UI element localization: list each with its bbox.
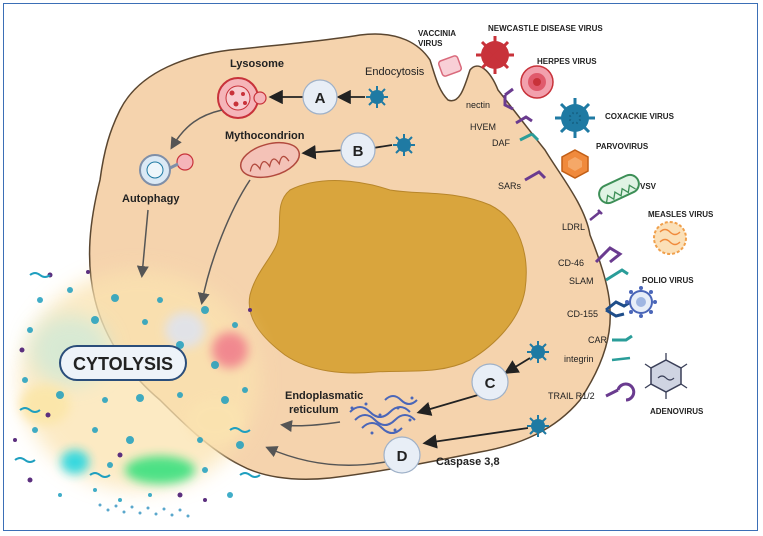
measles-virus-icon [653, 221, 687, 255]
cytolysis-box [59, 345, 187, 381]
parvovirus-icon [561, 149, 589, 179]
step-d-label: D [397, 448, 408, 465]
receptor-nectin: nectin [466, 100, 490, 110]
endocytosis-label: Endocytosis [365, 66, 425, 78]
receptor-ldrl: LDRL [562, 222, 585, 232]
autophagosome-icon [139, 153, 194, 186]
receptor-cd155: CD-155 [567, 309, 598, 319]
step-d: D [383, 436, 421, 474]
figure-frame [3, 3, 758, 531]
lysosome-icon [217, 77, 267, 119]
coxackie-virus-icon [555, 98, 595, 138]
receptor-slam: SLAM [569, 276, 594, 286]
newcastle-label: NEWCASTLE DISEASE VIRUS [488, 24, 603, 33]
step-b-label: B [353, 143, 364, 160]
virus-icon-endocytosis [366, 86, 388, 108]
virus-icon-mitochondrial [393, 134, 415, 156]
receptor-cd46: CD-46 [558, 258, 584, 268]
step-b: B [340, 132, 376, 168]
measles-label: MEASLES VIRUS [648, 210, 714, 219]
receptor-sars: SARs [498, 181, 522, 191]
coxackie-label: COXACKIE VIRUS [605, 112, 675, 121]
endoplasmic-reticulum-icon [349, 395, 418, 435]
parvovirus-label: PARVOVIRUS [596, 142, 649, 151]
receptor-trail: TRAIL R1/2 [548, 391, 595, 401]
lysosome-label: Lysosome [230, 58, 284, 70]
step-a: A [302, 79, 338, 115]
receptor-shapes [503, 87, 636, 402]
receptor-daf: DAF [492, 138, 511, 148]
er-label-line1: Endoplasmatic [285, 390, 363, 402]
mitochondrion-icon [239, 141, 301, 179]
virus-icon-caspase [527, 415, 549, 437]
step-c: C [471, 363, 509, 401]
herpes-virus-icon [520, 65, 554, 99]
vaccinia-label-line2: VIRUS [418, 39, 443, 48]
nucleus [248, 180, 527, 374]
receptor-integrin: integrin [564, 354, 594, 364]
adenovirus-label: ADENOVIRUS [650, 407, 704, 416]
vaccinia-label-line1: VACCINIA [418, 29, 456, 38]
pathway-arrows [136, 89, 531, 466]
caspase-label: Caspase 3,8 [436, 456, 500, 468]
receptor-hvem: HVEM [470, 122, 496, 132]
herpes-label: HERPES VIRUS [537, 57, 597, 66]
adenovirus-icon [644, 353, 688, 399]
virus-icon-er [527, 341, 549, 363]
autophagy-label: Autophagy [122, 193, 180, 205]
mitochondrion-label: Mythocondrion [225, 130, 305, 142]
step-a-label: A [315, 90, 326, 107]
receptor-car: CAR [588, 335, 608, 345]
polio-label: POLIO VIRUS [642, 276, 694, 285]
vsv-virus-icon [598, 173, 640, 205]
polio-virus-icon [625, 286, 657, 318]
step-c-label: C [485, 375, 496, 392]
newcastle-virus-icon [476, 36, 514, 74]
er-label-line2: reticulum [289, 404, 339, 416]
vaccinia-virus-icon [437, 55, 463, 77]
cytolysis-label: CYTOLYSIS [73, 354, 173, 374]
cytolysis-burst [13, 270, 261, 518]
vsv-label: VSV [640, 182, 657, 191]
